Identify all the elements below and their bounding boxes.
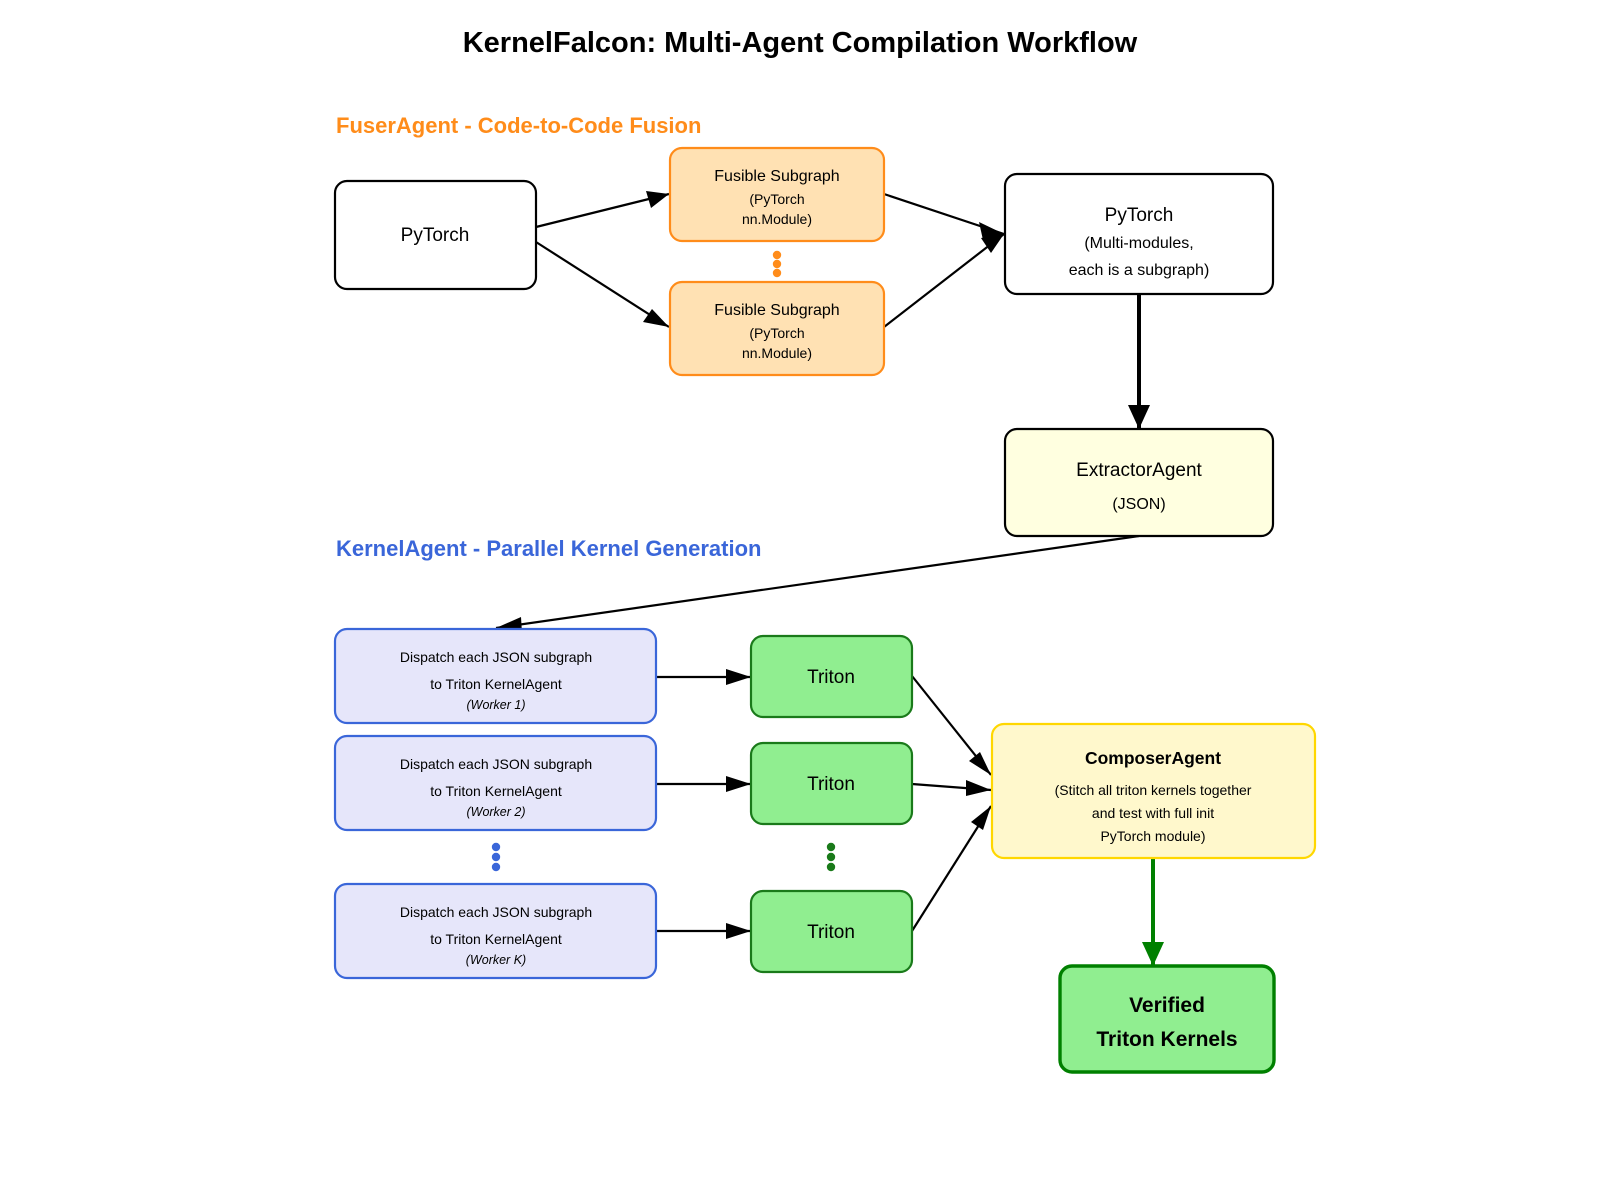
- dispatch-2-line2: to Triton KernelAgent: [430, 783, 562, 799]
- node-extractor-agent[interactable]: ExtractorAgent (JSON): [1003, 427, 1275, 538]
- arrowheads: [496, 191, 1004, 939]
- fusible-1-line3: nn.Module): [742, 211, 812, 227]
- dispatch-2-worker: (Worker 2): [466, 805, 525, 819]
- fusible-ellipsis-icon: [772, 250, 782, 278]
- fusible-2-line3: nn.Module): [742, 345, 812, 361]
- arrowhead-composer-k: [971, 806, 991, 830]
- extractor-line1: ExtractorAgent: [1076, 460, 1202, 481]
- edge-pytorch-to-fusible-1: [535, 192, 670, 229]
- node-pytorch-multi[interactable]: PyTorch (Multi-modules, each is a subgra…: [1003, 172, 1275, 296]
- arrowhead-triton-1: [726, 669, 751, 685]
- fusible-1-line2: (PyTorch: [749, 191, 804, 207]
- triton-2-label: Triton: [807, 774, 855, 795]
- node-fusible-subgraph-2[interactable]: Fusible Subgraph (PyTorch nn.Module): [668, 280, 886, 377]
- node-pytorch-input-label: PyTorch: [401, 225, 470, 246]
- composer-line1: (Stitch all triton kernels together: [1055, 782, 1252, 798]
- dispatch-k-line2: to Triton KernelAgent: [430, 931, 562, 947]
- dispatch-2-line1: Dispatch each JSON subgraph: [400, 756, 592, 772]
- composer-line2: and test with full init: [1092, 805, 1214, 821]
- fusible-1-line1: Fusible Subgraph: [714, 168, 839, 185]
- dispatch-1-line1: Dispatch each JSON subgraph: [400, 649, 592, 665]
- fuser-section-header: FuserAgent - Code-to-Code Fusion: [336, 113, 701, 138]
- dispatch-ellipsis-icon: [491, 842, 501, 872]
- composer-title: ComposerAgent: [1085, 748, 1221, 768]
- diagram-title: KernelFalcon: Multi-Agent Compilation Wo…: [463, 27, 1138, 59]
- triton-k-label: Triton: [807, 922, 855, 943]
- composer-line3: PyTorch module): [1100, 828, 1205, 844]
- node-dispatch-worker-2[interactable]: Dispatch each JSON subgraph to Triton Ke…: [333, 734, 658, 832]
- pytorch-multi-line3: each is a subgraph): [1069, 262, 1210, 279]
- triton-ellipsis-icon: [826, 842, 836, 872]
- fusible-2-line2: (PyTorch: [749, 325, 804, 341]
- edges: [495, 192, 1164, 966]
- node-verified-kernels[interactable]: Verified Triton Kernels: [1058, 964, 1276, 1074]
- edge-pytorch-to-fusible-2: [535, 241, 670, 328]
- verified-line1: Verified: [1129, 994, 1205, 1017]
- pytorch-multi-line2: (Multi-modules,: [1084, 235, 1193, 252]
- edge-fusible-2-to-multi: [883, 233, 1005, 328]
- node-dispatch-worker-1[interactable]: Dispatch each JSON subgraph to Triton Ke…: [333, 627, 658, 725]
- edge-extractor-to-dispatch: [495, 534, 1140, 630]
- arrowhead-triton-2: [726, 776, 751, 792]
- node-triton-1[interactable]: Triton: [749, 634, 914, 719]
- pytorch-multi-line1: PyTorch: [1105, 205, 1174, 226]
- arrowhead-fusible-2: [643, 309, 669, 327]
- arrowhead-triton-k: [726, 923, 751, 939]
- dispatch-1-line2: to Triton KernelAgent: [430, 676, 562, 692]
- edge-triton-k-to-composer: [911, 805, 992, 932]
- dispatch-1-worker: (Worker 1): [466, 698, 525, 712]
- node-triton-2[interactable]: Triton: [749, 741, 914, 826]
- verified-line2: Triton Kernels: [1096, 1028, 1237, 1051]
- arrowhead-multi-bottom: [981, 234, 1004, 253]
- arrowhead-composer-2: [966, 780, 991, 796]
- node-dispatch-worker-k[interactable]: Dispatch each JSON subgraph to Triton Ke…: [333, 882, 658, 980]
- dispatch-k-worker: (Worker K): [466, 953, 526, 967]
- arrowhead-composer-1: [969, 752, 991, 775]
- triton-1-label: Triton: [807, 667, 855, 688]
- dispatch-k-line1: Dispatch each JSON subgraph: [400, 904, 592, 920]
- node-fusible-subgraph-1[interactable]: Fusible Subgraph (PyTorch nn.Module): [668, 146, 886, 243]
- node-pytorch-input[interactable]: PyTorch: [333, 179, 538, 291]
- kernel-section-header: KernelAgent - Parallel Kernel Generation: [336, 536, 761, 561]
- node-composer-agent[interactable]: ComposerAgent (Stitch all triton kernels…: [990, 722, 1317, 860]
- fusible-2-line1: Fusible Subgraph: [714, 302, 839, 319]
- node-triton-k[interactable]: Triton: [749, 889, 914, 974]
- arrowhead-fusible-1: [646, 191, 669, 208]
- extractor-line2: (JSON): [1112, 496, 1165, 513]
